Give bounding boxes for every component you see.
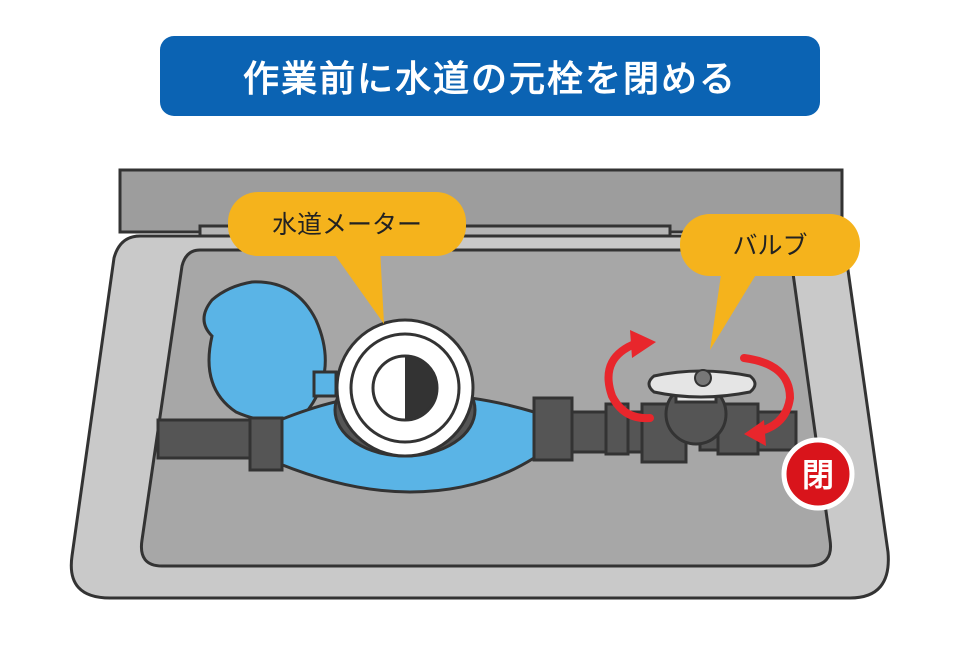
valve-callout [680, 214, 860, 276]
meter-label: 水道メーター [272, 210, 422, 239]
meter-coupling-right [532, 396, 574, 462]
meter-coupling-left [248, 416, 284, 472]
closed-badge [781, 437, 855, 511]
meter-dial-inner [371, 354, 439, 422]
rotate-arrow-right-icon [740, 354, 795, 436]
rotate-arrow-right-head-icon [744, 420, 766, 446]
meter-callout [228, 192, 466, 256]
valve-handle-cap [694, 369, 712, 387]
page-title: 作業前に水道の元栓を閉める [242, 59, 737, 100]
rotate-arrow-left-head-icon [630, 330, 656, 358]
valve-label: バルブ [732, 231, 807, 260]
title-banner: 作業前に水道の元栓を閉める [160, 36, 820, 116]
rotate-arrow-left-icon [604, 338, 654, 423]
meter-cap-hinge [312, 370, 338, 398]
meter-callout-tail [330, 248, 384, 324]
valve-callout-tail [710, 268, 760, 350]
closed-label: 閉 [802, 456, 834, 494]
pipe-left [156, 418, 260, 460]
meter-dial-half [405, 356, 437, 420]
